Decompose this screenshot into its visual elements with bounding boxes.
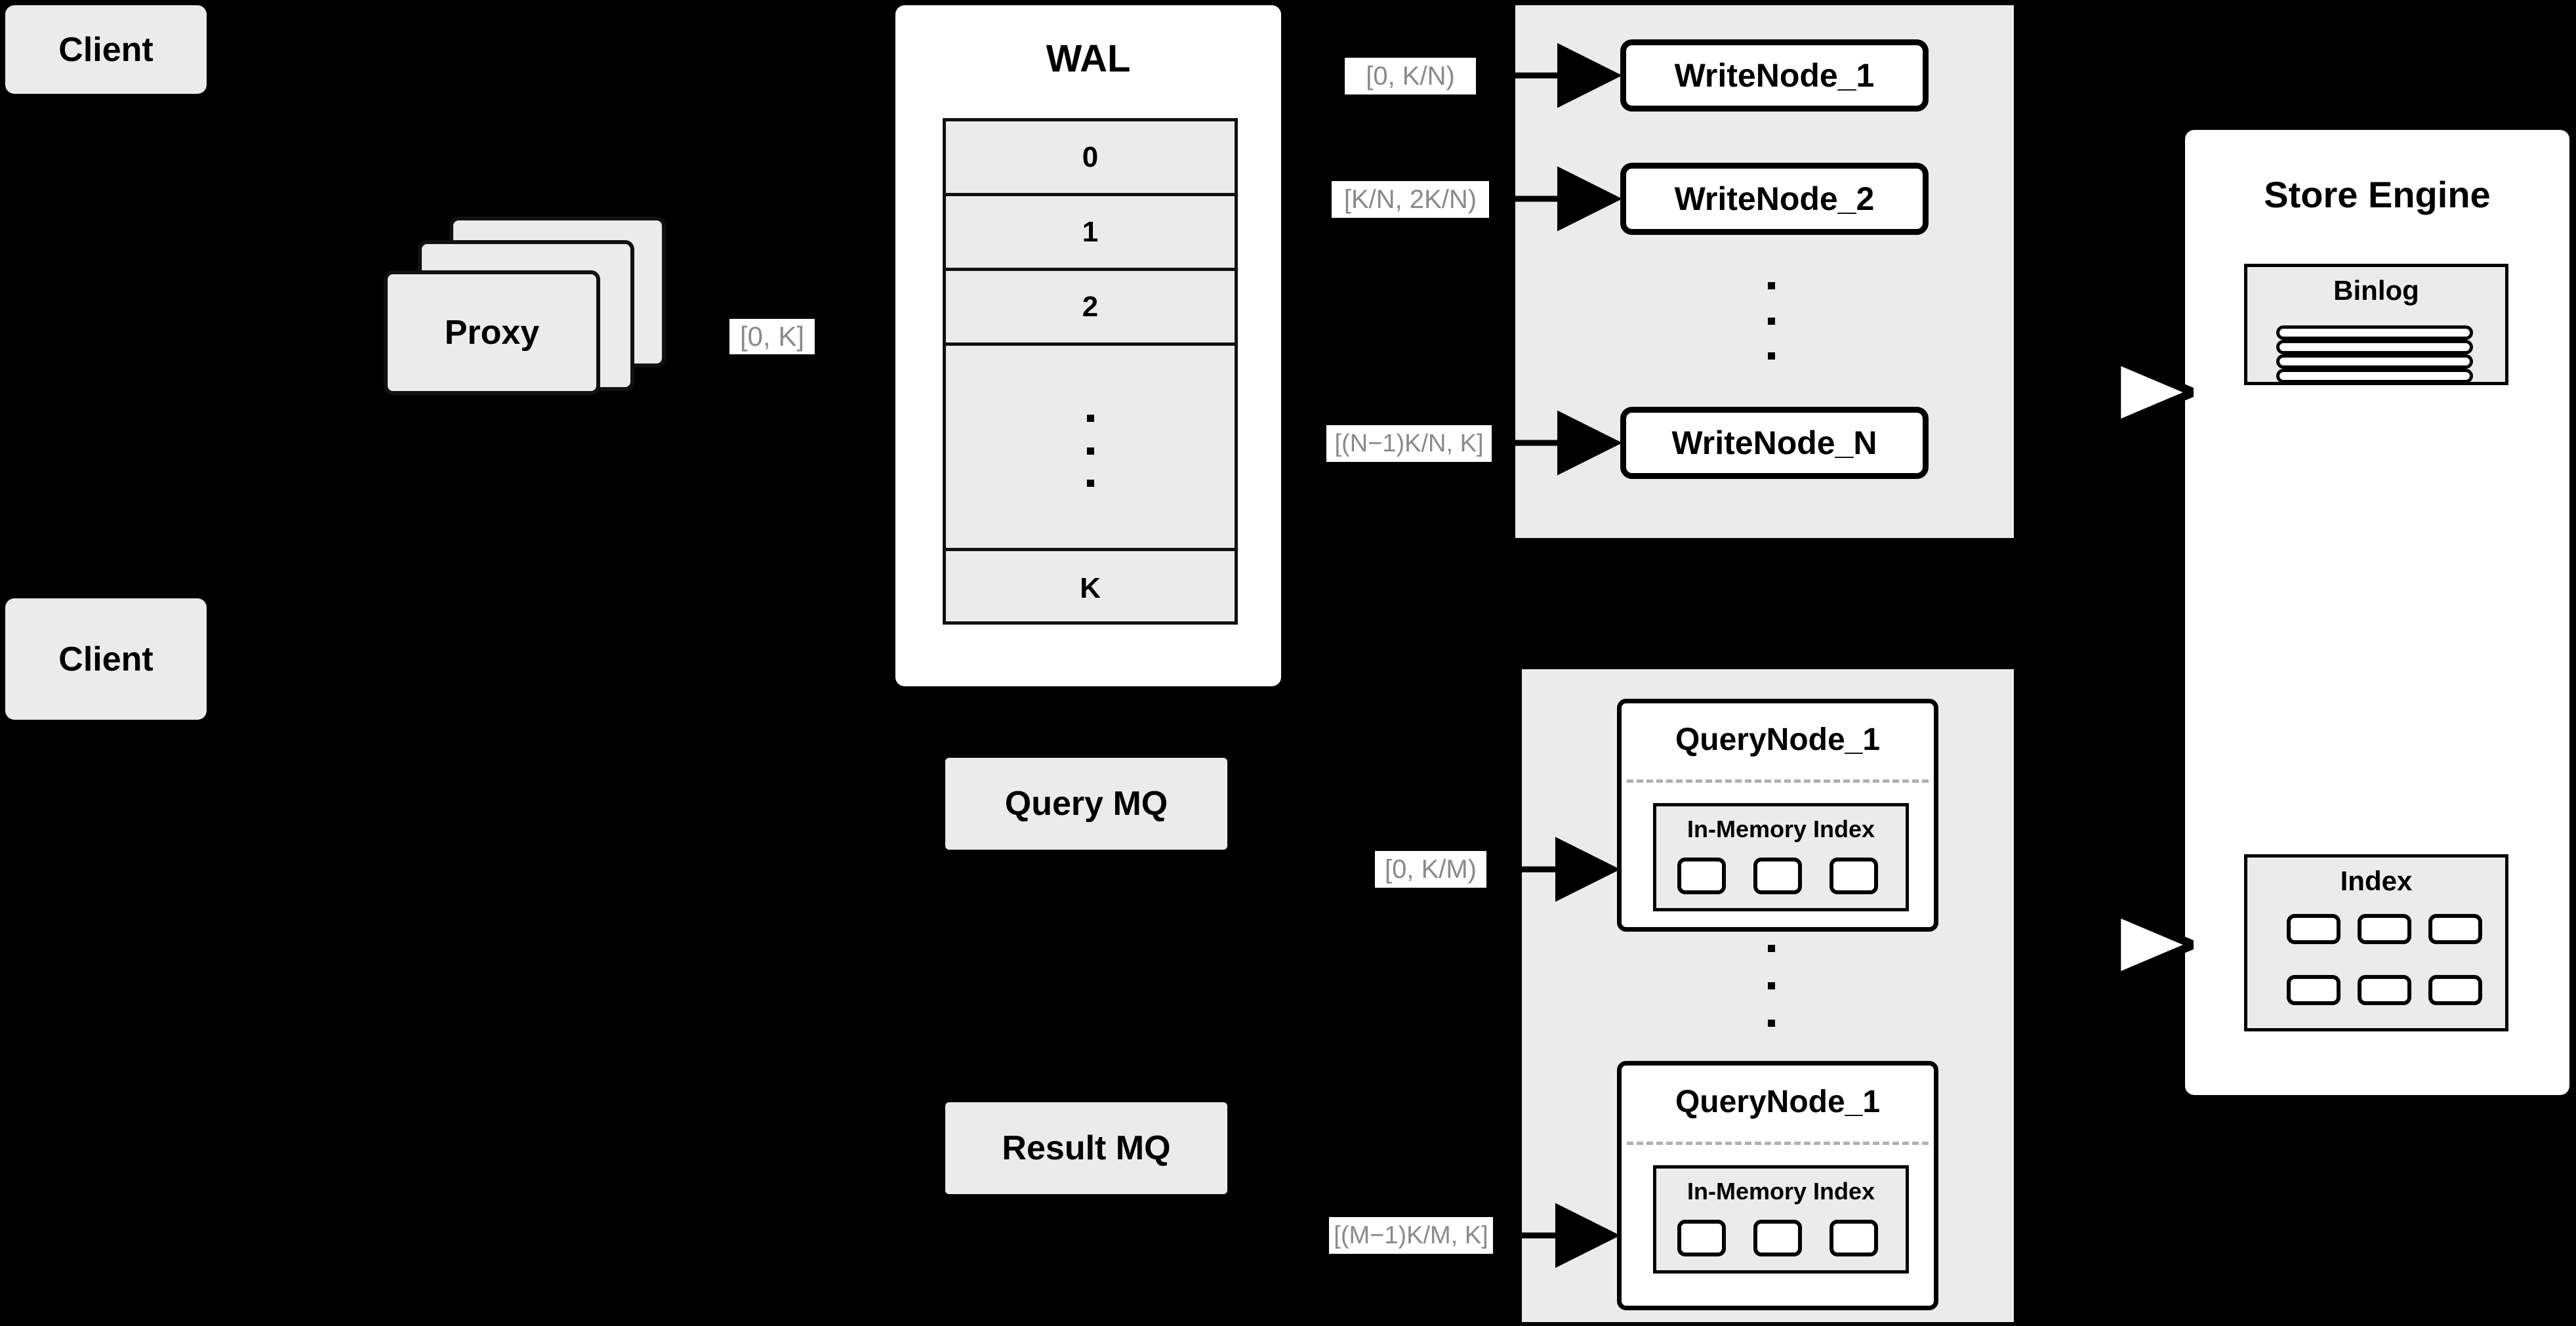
index-cell[interactable]	[2428, 975, 2482, 1005]
write-node-n-label: WriteNode_N	[1671, 425, 1877, 461]
query-node-2-range-text: [(M−1)K/M, K]	[1334, 1221, 1488, 1249]
query-node-1-range: [0, K/M)	[1375, 851, 1486, 888]
proxy-label: Proxy	[444, 314, 540, 352]
result-mq-label: Result MQ	[1002, 1129, 1171, 1167]
query-node-1-range-text: [0, K/M)	[1384, 854, 1477, 884]
result-mq-box[interactable]: Result MQ	[945, 1102, 1227, 1194]
query-node-1-segment[interactable]	[1677, 858, 1726, 894]
write-node-n[interactable]: WriteNode_N	[1620, 407, 1929, 479]
query-node-2-range: [(M−1)K/M, K]	[1329, 1217, 1493, 1254]
proxy-range-text: [0, K]	[739, 321, 805, 352]
write-node-2-range-text: [K/N, 2K/N)	[1343, 184, 1477, 214]
query-node-1-segment[interactable]	[1830, 858, 1878, 894]
wal-cell-1: 1	[1082, 215, 1099, 248]
index-cell[interactable]	[2287, 914, 2341, 944]
query-cluster-vertical-ellipsis-icon	[1768, 945, 1775, 1027]
binlog-row[interactable]	[2276, 340, 2473, 354]
write-node-1-label: WriteNode_1	[1674, 57, 1875, 94]
write-node-1[interactable]: WriteNode_1	[1620, 39, 1929, 112]
query-node-2[interactable]: QueryNode_1 In-Memory Index	[1617, 1061, 1938, 1310]
wal-row[interactable]: 1	[946, 196, 1235, 271]
proxy-stack[interactable]: Proxy	[384, 217, 666, 433]
query-node-1[interactable]: QueryNode_1 In-Memory Index	[1617, 699, 1938, 932]
index-cell[interactable]	[2358, 914, 2411, 944]
index-title: Index	[2340, 865, 2413, 896]
query-node-2-memory-index: In-Memory Index	[1653, 1165, 1909, 1274]
write-node-2-label: WriteNode_2	[1674, 180, 1875, 217]
store-engine-title: Store Engine	[2264, 174, 2491, 215]
write-node-1-range-text: [0, K/N)	[1366, 61, 1455, 91]
write-node-n-range-text: [(N−1)K/N, K]	[1334, 429, 1484, 457]
query-node-2-label: QueryNode_1	[1675, 1085, 1881, 1119]
wal-cell-0: 0	[1082, 140, 1099, 173]
binlog-row[interactable]	[2276, 354, 2473, 369]
index-cell[interactable]	[2428, 914, 2482, 944]
wal-cell-2: 2	[1082, 290, 1099, 323]
wal-cell-4: K	[1080, 571, 1101, 604]
client-box-2[interactable]: Client	[5, 598, 207, 720]
query-mq-label: Query MQ	[1004, 785, 1168, 823]
query-node-1-segment[interactable]	[1753, 858, 1802, 894]
index-cell[interactable]	[2287, 975, 2341, 1005]
query-node-1-label: QueryNode_1	[1675, 722, 1881, 757]
binlog-row[interactable]	[2276, 325, 2473, 340]
wal-table: 0 1 2 K	[943, 118, 1238, 625]
write-node-2[interactable]: WriteNode_2	[1620, 163, 1929, 235]
wal-row[interactable]: K	[946, 551, 1235, 625]
write-cluster-vertical-ellipsis-icon	[1768, 282, 1775, 360]
proxy-card-front[interactable]: Proxy	[384, 270, 600, 395]
wal-vertical-ellipsis-icon	[1087, 415, 1094, 487]
query-node-1-memory-index: In-Memory Index	[1653, 803, 1909, 911]
query-node-1-memory-index-label: In-Memory Index	[1687, 816, 1875, 842]
write-node-2-range: [K/N, 2K/N)	[1332, 181, 1489, 218]
index-cell[interactable]	[2358, 975, 2411, 1005]
query-node-2-segment[interactable]	[1753, 1220, 1802, 1256]
query-node-2-memory-index-label: In-Memory Index	[1687, 1178, 1875, 1205]
query-node-2-segment[interactable]	[1830, 1220, 1878, 1256]
write-node-1-range: [0, K/N)	[1345, 58, 1476, 94]
write-node-n-range: [(N−1)K/N, K]	[1326, 425, 1492, 462]
client-label-1: Client	[58, 30, 153, 69]
query-node-2-divider	[1627, 1142, 1929, 1145]
query-node-2-segment[interactable]	[1677, 1220, 1726, 1256]
binlog-row[interactable]	[2276, 369, 2473, 383]
wal-row[interactable]: 0	[946, 121, 1235, 196]
wal-row-ellipsis	[946, 346, 1235, 551]
wal-title: WAL	[1046, 37, 1131, 80]
client-box-1[interactable]: Client	[5, 5, 207, 94]
query-mq-box[interactable]: Query MQ	[945, 758, 1227, 850]
wal-row[interactable]: 2	[946, 271, 1235, 346]
client-label-2: Client	[58, 640, 153, 678]
binlog-title: Binlog	[2333, 275, 2419, 306]
proxy-range-label: [0, K]	[729, 319, 815, 354]
query-node-1-divider	[1627, 779, 1929, 783]
